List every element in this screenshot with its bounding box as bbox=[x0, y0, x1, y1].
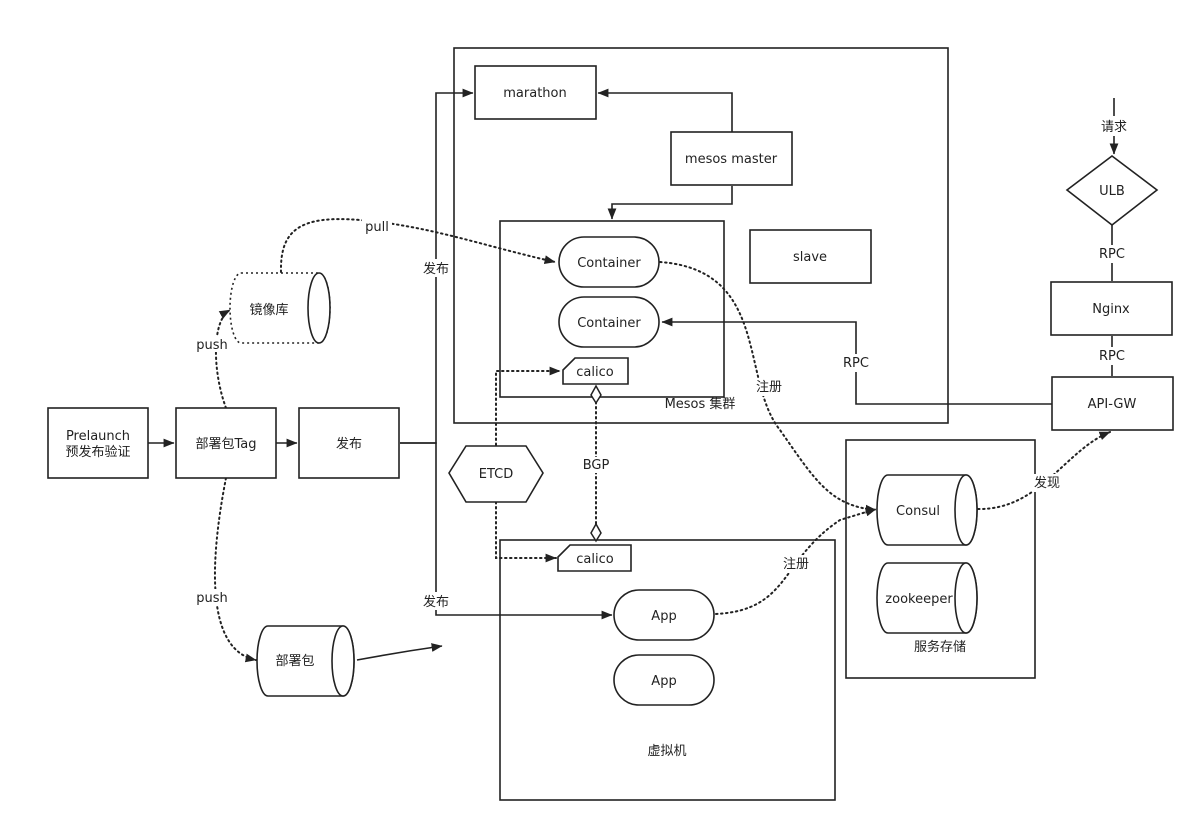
mesos-cluster-label: Mesos 集群 bbox=[665, 396, 736, 412]
package-label: 部署包 bbox=[275, 654, 314, 669]
marathon-label: marathon bbox=[503, 86, 566, 101]
edge-master-to-marathon bbox=[597, 88, 733, 132]
app-node-1 bbox=[613, 589, 715, 641]
service-storage-label: 服务存储 bbox=[914, 639, 966, 655]
edge-etcd-to-calico-bottom bbox=[495, 501, 557, 563]
discover-label: 发现 bbox=[1034, 475, 1060, 491]
mesos-cluster-frame bbox=[453, 47, 949, 424]
rpc-ulb-nginx-label: RPC bbox=[1099, 247, 1125, 262]
container-label-1: Container bbox=[577, 256, 641, 271]
calico-bottom-node bbox=[557, 544, 632, 572]
publish-node bbox=[298, 407, 400, 479]
bgp-diamond-top bbox=[590, 384, 602, 405]
service-storage-frame bbox=[845, 439, 1036, 679]
edge-push-package bbox=[214, 477, 257, 663]
edge-register-app bbox=[715, 507, 877, 615]
image-repo-label: 镜像库 bbox=[249, 302, 288, 318]
zookeeper-label: zookeeper bbox=[885, 592, 953, 607]
edge-publish-to-app bbox=[400, 442, 613, 620]
zookeeper-node bbox=[876, 562, 978, 634]
rpc-gw-container-label: RPC bbox=[843, 356, 869, 371]
package-tag-label: 部署包Tag bbox=[195, 437, 256, 452]
container-label-2: Container bbox=[577, 316, 641, 331]
etcd-label: ETCD bbox=[479, 467, 513, 482]
api-gw-node bbox=[1051, 376, 1174, 431]
prelaunch-label-2: 预发布验证 bbox=[65, 444, 130, 460]
slave-node bbox=[749, 229, 872, 284]
prelaunch-node bbox=[47, 407, 149, 479]
edge-register-container bbox=[659, 261, 877, 514]
app-label-1: App bbox=[651, 609, 676, 624]
consul-node bbox=[876, 474, 978, 546]
container-node-1 bbox=[558, 236, 660, 288]
publish-lower-label: 发布 bbox=[423, 594, 449, 610]
bgp-label: BGP bbox=[583, 458, 610, 473]
api-gw-label: API-GW bbox=[1088, 397, 1137, 412]
container-node-2 bbox=[558, 296, 660, 348]
edge-master-to-container bbox=[607, 186, 733, 220]
container-host-frame bbox=[499, 220, 725, 398]
package-tag-node bbox=[175, 407, 277, 479]
push-package-label: push bbox=[196, 591, 228, 606]
edge-discover bbox=[977, 431, 1111, 511]
publish-label: 发布 bbox=[336, 436, 362, 452]
calico-top-node bbox=[562, 357, 629, 385]
marathon-node bbox=[474, 65, 597, 120]
app-node-2 bbox=[613, 654, 715, 706]
etcd-node bbox=[448, 445, 544, 503]
rpc-nginx-gw-label: RPC bbox=[1099, 349, 1125, 364]
package-node bbox=[256, 625, 355, 697]
edge-push-image bbox=[214, 309, 231, 409]
image-repo-node bbox=[229, 272, 331, 344]
push-image-label: push bbox=[196, 338, 228, 353]
ulb-node bbox=[1065, 154, 1159, 227]
register-container-label: 注册 bbox=[756, 380, 782, 395]
pull-label: pull bbox=[365, 220, 389, 235]
slave-label: slave bbox=[793, 250, 827, 265]
publish-upper-label: 发布 bbox=[423, 261, 449, 277]
edge-package-out bbox=[356, 643, 443, 661]
ulb-label: ULB bbox=[1099, 184, 1125, 199]
vm-label: 虚拟机 bbox=[647, 744, 686, 759]
mesos-master-node bbox=[670, 131, 793, 186]
edge-pull bbox=[279, 218, 556, 273]
nginx-node bbox=[1050, 281, 1173, 336]
bgp-diamond-bottom bbox=[590, 522, 602, 543]
consul-label: Consul bbox=[896, 504, 940, 519]
calico-bottom-label: calico bbox=[576, 552, 613, 567]
nginx-label: Nginx bbox=[1092, 302, 1130, 317]
calico-top-label: calico bbox=[576, 365, 613, 380]
mesos-master-label: mesos master bbox=[685, 152, 778, 167]
request-label: 请求 bbox=[1101, 120, 1127, 135]
app-label-2: App bbox=[651, 674, 676, 689]
register-app-label: 注册 bbox=[783, 557, 809, 572]
vm-frame bbox=[499, 539, 836, 801]
prelaunch-label-1: Prelaunch bbox=[66, 429, 130, 444]
edge-etcd-to-calico-top bbox=[495, 366, 561, 446]
